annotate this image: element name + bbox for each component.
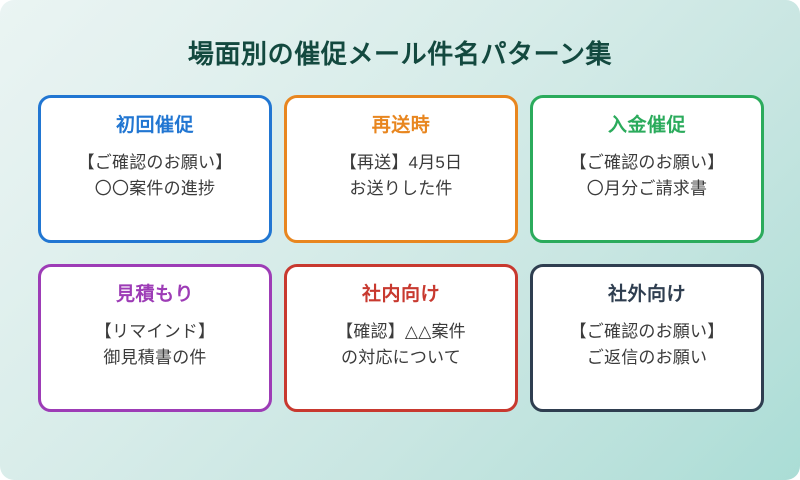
pattern-card-first-reminder: 初回催促 【ご確認のお願い】 〇〇案件の進捗 xyxy=(38,95,272,243)
card-body-first-reminder: 【ご確認のお願い】 〇〇案件の進捗 xyxy=(51,150,259,202)
card-body-line-1: 【ご確認のお願い】 xyxy=(569,153,725,172)
pattern-card-external: 社外向け 【ご確認のお願い】 ご返信のお願い xyxy=(530,264,764,412)
card-body-line-1: 【ご確認のお願い】 xyxy=(77,153,233,172)
card-body-line-2: 御見積書の件 xyxy=(103,348,207,367)
card-body-internal: 【確認】△△案件 の対応について xyxy=(297,319,505,371)
card-body-quotation: 【リマインド】 御見積書の件 xyxy=(51,319,259,371)
card-body-line-2: 〇〇案件の進捗 xyxy=(94,179,216,198)
pattern-card-internal: 社内向け 【確認】△△案件 の対応について xyxy=(284,264,518,412)
card-body-line-1: 【リマインド】 xyxy=(94,322,216,341)
card-heading-quotation: 見積もり xyxy=(115,284,194,305)
pattern-card-payment-reminder: 入金催促 【ご確認のお願い】 〇月分ご請求書 xyxy=(530,95,764,243)
card-heading-first-reminder: 初回催促 xyxy=(115,115,194,136)
pattern-card-quotation: 見積もり 【リマインド】 御見積書の件 xyxy=(38,264,272,412)
card-heading-internal: 社内向け xyxy=(361,284,440,305)
card-body-line-1: 【確認】△△案件 xyxy=(336,322,466,341)
card-body-line-2: の対応について xyxy=(341,348,461,367)
card-heading-resend: 再送時 xyxy=(371,115,431,136)
card-body-line-2: 〇月分ご請求書 xyxy=(586,179,708,198)
page-title: 場面別の催促メール件名パターン集 xyxy=(187,39,613,70)
title-bar: 場面別の催促メール件名パターン集 xyxy=(0,20,800,89)
card-body-line-1: 【再送】4月5日 xyxy=(339,153,463,172)
pattern-card-grid: 初回催促 【ご確認のお願い】 〇〇案件の進捗 再送時 【再送】4月5日 お送りし… xyxy=(38,95,764,412)
card-body-payment-reminder: 【ご確認のお願い】 〇月分ご請求書 xyxy=(543,150,751,202)
card-body-line-2: お送りした件 xyxy=(349,179,453,198)
card-body-line-1: 【ご確認のお願い】 xyxy=(569,322,725,341)
card-body-line-2: ご返信のお願い xyxy=(586,348,708,367)
card-body-external: 【ご確認のお願い】 ご返信のお願い xyxy=(543,319,751,371)
card-body-resend: 【再送】4月5日 お送りした件 xyxy=(297,150,505,202)
card-heading-external: 社外向け xyxy=(607,284,686,305)
pattern-card-resend: 再送時 【再送】4月5日 お送りした件 xyxy=(284,95,518,243)
card-heading-payment-reminder: 入金催促 xyxy=(607,115,686,136)
